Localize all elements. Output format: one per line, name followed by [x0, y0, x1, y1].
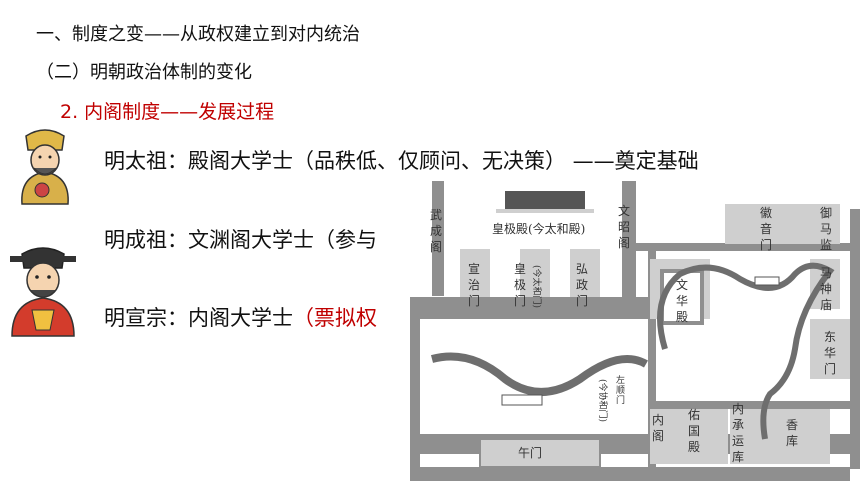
palace-map: 武成阁 皇极殿(今太和殿) 文昭阁 宣治门 皇极门 (今太和门) 弘政门 文华殿… [410, 179, 860, 484]
row-chengzu: 明成祖：文渊阁大学士（参与 [104, 224, 377, 254]
heading-line-1: 一、制度之变——从政权建立到对内统治 [36, 24, 360, 45]
label-youguo: 佑国殿 [688, 408, 700, 454]
separator: ： [167, 306, 188, 330]
separator: ： [167, 149, 188, 173]
label-wumen: 午门 [518, 445, 542, 460]
label-huangjimen: 皇极门 [514, 262, 526, 308]
row-xuanzong: 明宣宗：内阁大学士（票拟权 [104, 302, 377, 332]
emperor-chengzu-avatar [10, 247, 76, 337]
emperor-taizu-avatar [21, 129, 69, 205]
label-mashen: 马神庙 [820, 266, 832, 312]
emperor-name: 明宣宗 [104, 306, 167, 330]
row-text: 内阁大学士 [188, 306, 293, 330]
label-hongzheng: 弘政门 [576, 262, 588, 308]
label-zuoshun: 左顺门 [616, 374, 625, 406]
heading-line-3: 2. 内阁制度——发展过程 [60, 101, 275, 123]
label-neige: 内阁 [652, 413, 664, 443]
row-taizu: 明太祖：殿阁大学士（品秩低、仅顾问、无决策） ——奠定基础 [104, 145, 699, 175]
row-text: 殿阁大学士（品秩低、仅顾问、无决策） [188, 149, 566, 173]
row-highlight: （票拟权 [293, 306, 377, 330]
label-zuoshun-note: (今协和门) [597, 379, 609, 422]
row-text: 文渊阁大学士（参与 [188, 228, 377, 252]
label-xiangku: 香库 [786, 418, 798, 448]
label-wuying: 武成阁 [430, 208, 442, 254]
label-yuma: 御马监 [820, 205, 832, 252]
label-neicheng: 内承运库 [732, 402, 744, 464]
label-donghua: 东华门 [824, 330, 836, 376]
emperor-name: 明成祖 [104, 228, 167, 252]
label-huangji: 皇极殿(今太和殿) [492, 221, 585, 236]
heading-line-2: （二）明朝政治体制的变化 [36, 62, 252, 83]
label-huiyin: 徽音门 [760, 205, 772, 252]
label-huangjimen-note: (今太和门) [531, 265, 543, 308]
huangji-roof [505, 191, 585, 209]
row-suffix: ——奠定基础 [566, 149, 699, 173]
label-wenhua: 文华殿 [676, 277, 688, 324]
label-xuanzhi: 宣治门 [468, 261, 480, 308]
emperor-name: 明太祖 [104, 149, 167, 173]
separator: ： [167, 228, 188, 252]
label-wenzhao: 文昭阁 [618, 203, 630, 250]
